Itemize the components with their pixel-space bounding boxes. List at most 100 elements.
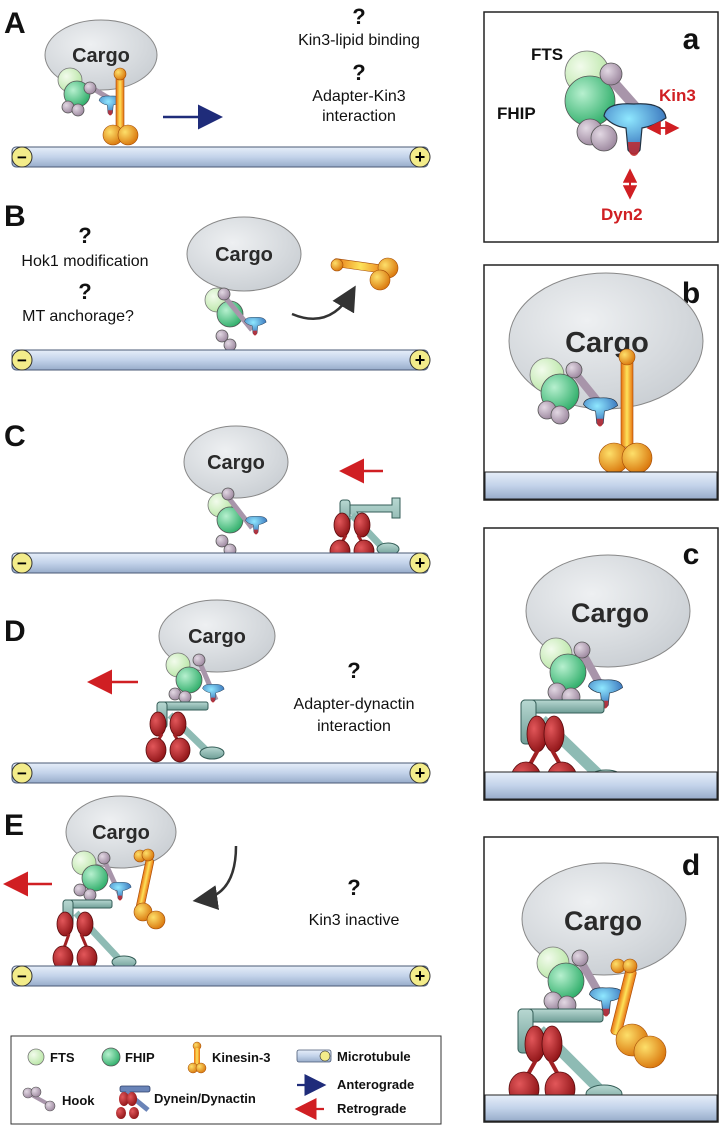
- dynein-dynactin: [52, 899, 137, 971]
- question-text: interaction: [317, 718, 391, 735]
- svg-text:−: −: [17, 148, 27, 167]
- svg-text:−: −: [17, 764, 27, 783]
- microtubule-icon: [296, 1049, 332, 1063]
- release-arrow: [291, 285, 356, 320]
- microtubule: [484, 771, 718, 800]
- dyn2-label: Dyn2: [601, 205, 643, 224]
- inset-d: d Cargo: [483, 836, 719, 1123]
- inset-label-d: d: [682, 849, 700, 882]
- inset-label-b: b: [682, 277, 700, 310]
- panel-c: C Cargo − +: [4, 420, 431, 574]
- hook-icon: [22, 1086, 56, 1112]
- cargo: [183, 425, 289, 499]
- question-text: interaction: [322, 108, 396, 125]
- cargo: [525, 554, 691, 668]
- svg-text:+: +: [415, 553, 426, 573]
- svg-text:−: −: [17, 967, 27, 986]
- cargo: [521, 862, 687, 976]
- cargo-label: Cargo: [72, 45, 130, 67]
- dynein-dynactin: [329, 497, 401, 563]
- legend-label: Dynein/Dynactin: [154, 1091, 256, 1106]
- kinesin-head: [117, 124, 139, 146]
- microtubule: − +: [11, 349, 431, 371]
- svg-text:Cargo: Cargo: [215, 244, 273, 266]
- panel-label-b: B: [4, 200, 26, 233]
- question-text: Adapter-Kin3: [312, 88, 405, 105]
- dynein-dynactin-icon: [116, 1085, 151, 1119]
- question-text: Kin3-lipid binding: [298, 32, 420, 49]
- adapter-protein: [109, 881, 132, 901]
- svg-text:Cargo: Cargo: [188, 626, 246, 648]
- inset-c: c Cargo: [483, 527, 719, 801]
- svg-text:Cargo: Cargo: [92, 822, 150, 844]
- fhip-label: FHIP: [497, 104, 536, 123]
- minus-end-icon: [11, 965, 33, 987]
- inset-label-a: a: [683, 23, 700, 56]
- cargo: [158, 599, 276, 673]
- svg-text:+: +: [415, 966, 426, 986]
- legend-label: Retrograde: [337, 1101, 406, 1116]
- kinesin-icon: [187, 1041, 207, 1074]
- minus-end-icon: [11, 146, 33, 168]
- minus-end-icon: [11, 762, 33, 784]
- plus-end-icon: [409, 552, 431, 574]
- microtubule: [484, 471, 718, 500]
- microtubule: − +: [11, 965, 431, 987]
- svg-text:+: +: [415, 147, 426, 167]
- panel-label-d: D: [4, 615, 26, 648]
- panel-e: E Cargo ? Kin3 inactive − +: [3, 795, 431, 987]
- kinesin-detached: [330, 257, 399, 291]
- question-text: MT anchorage?: [22, 308, 134, 325]
- fts-label: FTS: [531, 45, 563, 64]
- dynein-dynactin: [145, 701, 225, 763]
- panel-b: B Cargo ? Hok1 modification ? MT anchora…: [4, 200, 431, 371]
- microtubule: − +: [11, 762, 431, 784]
- panel-label-e: E: [4, 809, 24, 842]
- cargo-label: Cargo: [565, 327, 649, 359]
- panel-d: D Cargo ? Adapter-dynactin interaction −…: [4, 599, 431, 784]
- fhip-icon: [101, 1047, 121, 1067]
- question-text: Adapter-dynactin: [294, 696, 415, 713]
- kin3-label: Kin3: [659, 86, 696, 105]
- question-text: Kin3 inactive: [309, 912, 400, 929]
- fts-icon: [27, 1048, 45, 1066]
- legend-label: Microtubule: [337, 1049, 411, 1064]
- minus-end-icon: [11, 552, 33, 574]
- panel-a: A Cargo ? Kin3-lipid binding ? Adapter-K…: [4, 4, 431, 168]
- question-mark: ?: [78, 223, 91, 248]
- adapter-protein: [202, 683, 225, 703]
- svg-text:−: −: [17, 554, 27, 573]
- legend-label: Hook: [62, 1093, 95, 1108]
- microtubule: − +: [11, 146, 431, 168]
- fhip-protein: [175, 666, 203, 694]
- plus-end-icon: [409, 965, 431, 987]
- plus-end-icon: [409, 762, 431, 784]
- plus-end-icon: [409, 146, 431, 168]
- kinesin-inactive: [133, 848, 166, 930]
- legend-label: FTS: [50, 1050, 75, 1065]
- cargo-label: Cargo: [564, 906, 642, 936]
- question-mark: ?: [347, 875, 360, 900]
- question-mark: ?: [352, 4, 365, 29]
- svg-text:+: +: [415, 350, 426, 370]
- panel-label-c: C: [4, 420, 26, 453]
- legend: FTS FHIP Kinesin-3 Microtubule Hook Dyne…: [10, 1035, 442, 1125]
- question-mark: ?: [352, 60, 365, 85]
- legend-label: Kinesin-3: [212, 1050, 271, 1065]
- cargo-label: Cargo: [571, 598, 649, 628]
- fhip-protein: [81, 864, 109, 892]
- microtubule: − +: [11, 552, 431, 574]
- microtubule: [484, 1094, 718, 1122]
- plus-end-icon: [409, 349, 431, 371]
- inset-label-c: c: [683, 538, 700, 571]
- legend-label: Anterograde: [337, 1077, 414, 1092]
- inset-b: b Cargo: [483, 264, 719, 501]
- inset-a: a FTS FHIP Kin3 Dyn2: [483, 11, 719, 243]
- svg-text:−: −: [17, 351, 27, 370]
- question-mark: ?: [347, 658, 360, 683]
- minus-end-icon: [11, 349, 33, 371]
- hook-protein: [222, 294, 254, 332]
- legend-label: FHIP: [125, 1050, 155, 1065]
- panel-label-a: A: [4, 7, 26, 40]
